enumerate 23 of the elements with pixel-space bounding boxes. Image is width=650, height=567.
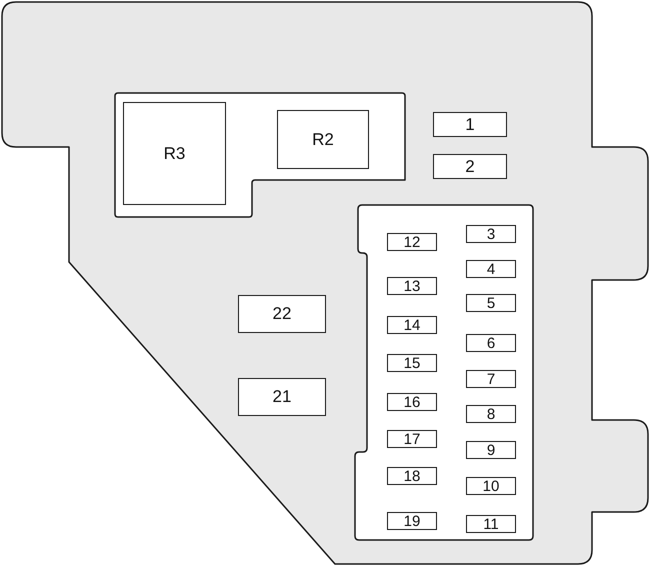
- fuse-slot: 22: [238, 295, 326, 333]
- fuse-slot: 17: [387, 430, 437, 448]
- fuse-slot: 10: [466, 477, 516, 495]
- fuse-slot: 4: [466, 260, 516, 278]
- fuse-slot: 7: [466, 370, 516, 388]
- fuse-slot: 14: [387, 316, 437, 334]
- fuse-slot: 6: [466, 334, 516, 352]
- fuse-slot: 11: [466, 515, 516, 533]
- relay-slot: R3: [123, 102, 226, 205]
- fuse-slot: 2: [433, 154, 507, 179]
- fuse-slot: 21: [238, 378, 326, 416]
- fuse-slot: 15: [387, 354, 437, 372]
- fuse-slot: 3: [466, 225, 516, 243]
- fuse-slot: 5: [466, 294, 516, 312]
- fuse-slot: 12: [387, 233, 437, 251]
- fuse-slot: 18: [387, 467, 437, 485]
- fuse-slot: 8: [466, 405, 516, 423]
- fuse-slot: 19: [387, 512, 437, 530]
- fuse-slot: 16: [387, 393, 437, 411]
- fuse-slot: 13: [387, 277, 437, 295]
- relay-slot: R2: [277, 110, 369, 169]
- fuse-slot: 9: [466, 441, 516, 459]
- fuse-slot: 1: [433, 112, 507, 137]
